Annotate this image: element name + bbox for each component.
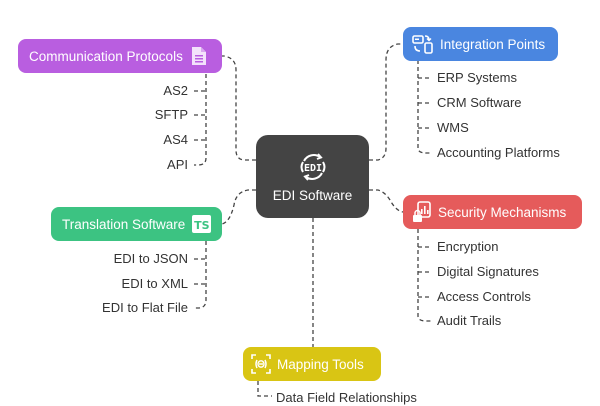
branch-security-mechanisms[interactable]: Security Mechanisms — [403, 195, 582, 229]
list-item: EDI to Flat File — [102, 300, 188, 315]
connector-communication-items — [194, 74, 207, 166]
branch-integration-points[interactable]: Integration Points — [403, 27, 558, 61]
list-item: Encryption — [437, 239, 499, 254]
connector-communication — [222, 55, 256, 161]
branch-translation-software[interactable]: Translation Software TS — [51, 207, 222, 241]
branch-title: Security Mechanisms — [438, 204, 567, 220]
list-item: Access Controls — [437, 289, 531, 304]
branch-title: Mapping Tools — [277, 356, 364, 372]
branch-title: Communication Protocols — [29, 48, 183, 64]
list-item: AS4 — [163, 132, 188, 147]
list-item: CRM Software — [437, 95, 522, 110]
connector-integration — [369, 43, 403, 161]
data-mapping-icon — [251, 354, 271, 374]
device-sync-icon — [412, 34, 434, 54]
list-item: Data Field Relationships — [276, 390, 417, 405]
connector-security-items — [417, 229, 431, 322]
typescript-icon: TS — [192, 215, 212, 233]
document-icon — [191, 46, 207, 66]
connector-integration-items — [417, 60, 431, 154]
branch-title: Integration Points — [440, 36, 546, 52]
connector-security — [369, 189, 404, 213]
edi-sync-icon: EDI — [300, 153, 325, 181]
list-item: Accounting Platforms — [437, 145, 560, 160]
connector-translation — [221, 189, 256, 225]
list-item: EDI to JSON — [113, 251, 188, 266]
branch-communication-protocols[interactable]: Communication Protocols — [18, 39, 222, 73]
connector-mapping-items — [257, 381, 272, 397]
center-title: EDI Software — [272, 188, 353, 203]
list-item: ERP Systems — [437, 70, 517, 85]
list-item: WMS — [437, 120, 469, 135]
list-item: Audit Trails — [437, 313, 502, 328]
connector-translation-items — [194, 241, 207, 309]
list-item: AS2 — [163, 83, 188, 98]
center-node[interactable]: EDI EDI Software — [256, 135, 369, 218]
list-item: SFTP — [154, 107, 188, 122]
secure-report-icon — [412, 201, 432, 223]
branch-mapping-tools[interactable]: Mapping Tools — [243, 347, 381, 381]
svg-text:EDI: EDI — [303, 163, 321, 174]
list-item: API — [167, 157, 188, 172]
list-item: Digital Signatures — [437, 264, 539, 279]
list-item: EDI to XML — [121, 276, 188, 291]
branch-title: Translation Software — [62, 216, 186, 232]
